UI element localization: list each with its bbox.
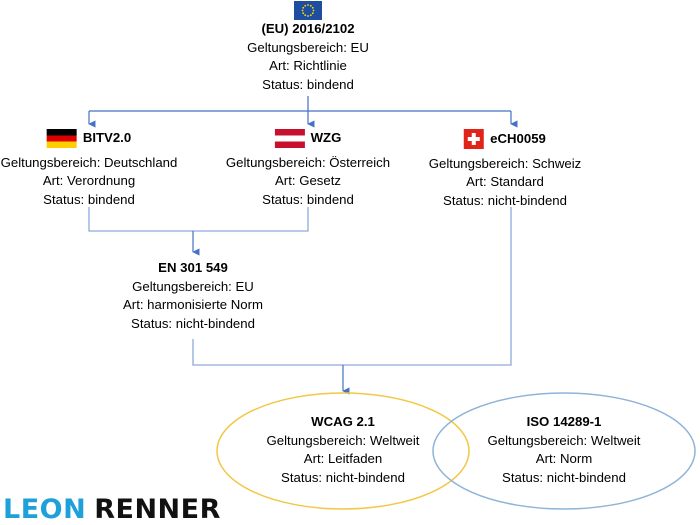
node-type: Art: Leitfaden: [303, 451, 383, 467]
node-type: Art: Verordnung: [42, 173, 136, 189]
node-bitv: BITV2.0 Geltungsbereich: Deutschland Art…: [0, 129, 178, 209]
wcag-ellipse: [216, 392, 470, 510]
node-scope: Geltungsbereich: Österreich: [225, 154, 391, 170]
node-type: Art: Standard: [466, 174, 544, 190]
austria-flag-icon: [274, 129, 305, 148]
node-wcag-2-1: WCAG 2.1 Geltungsbereich: Weltweit Art: …: [267, 413, 420, 487]
node-status: Status: nicht-bindend: [281, 469, 405, 485]
node-en-301-549: EN 301 549 Geltungsbereich: EU Art: harm…: [123, 259, 263, 333]
brand-last-name: RENNER: [94, 494, 221, 525]
node-type: Art: harmonisierte Norm: [123, 297, 263, 313]
eu-flag-icon: [294, 1, 322, 25]
en-ech-merge-connector: [192, 207, 512, 366]
node-scope: Geltungsbereich: Deutschland: [0, 154, 178, 170]
node-iso-14289-1: ISO 14289-1 Geltungsbereich: Weltweit Ar…: [488, 413, 641, 487]
node-title: ISO 14289-1: [526, 414, 602, 429]
iso-ellipse: [432, 392, 696, 510]
germany-flag-icon: [46, 129, 77, 148]
node-type: Art: Norm: [535, 451, 593, 467]
brand-first-name: LEON: [3, 494, 87, 525]
node-eu-2016-2102: (EU) 2016/2102 Geltungsbereich: EU Art: …: [247, 20, 369, 94]
node-scope: Geltungsbereich: Weltweit: [487, 432, 641, 448]
node-status: Status: bindend: [262, 191, 354, 207]
node-status: Status: bindend: [43, 191, 135, 207]
node-status: Status: nicht-bindend: [443, 192, 567, 208]
node-status: Status: bindend: [262, 76, 354, 92]
node-status: Status: nicht-bindend: [502, 469, 626, 485]
node-status: Status: nicht-bindend: [131, 315, 255, 331]
node-title: WZG: [310, 130, 342, 146]
node-title: EN 301 549: [158, 260, 228, 275]
bitv-wzg-merge-connector: [88, 207, 309, 232]
node-title: BITV2.0: [82, 130, 132, 146]
node-type: Art: Richtlinie: [269, 58, 347, 74]
node-scope: Geltungsbereich: EU: [247, 39, 369, 55]
node-scope: Geltungsbereich: EU: [132, 278, 254, 294]
node-title: (EU) 2016/2102: [261, 21, 355, 36]
node-title: WCAG 2.1: [311, 414, 375, 429]
node-type: Art: Gesetz: [275, 173, 341, 189]
node-scope: Geltungsbereich: Weltweit: [266, 432, 420, 448]
switzerland-flag-icon: [464, 129, 485, 149]
node-ech0059: eCH0059 Geltungsbereich: Schweiz Art: St…: [429, 129, 581, 210]
node-title: eCH0059: [490, 130, 546, 146]
node-wzg: WZG Geltungsbereich: Österreich Art: Ges…: [226, 129, 390, 209]
node-scope: Geltungsbereich: Schweiz: [428, 155, 582, 171]
